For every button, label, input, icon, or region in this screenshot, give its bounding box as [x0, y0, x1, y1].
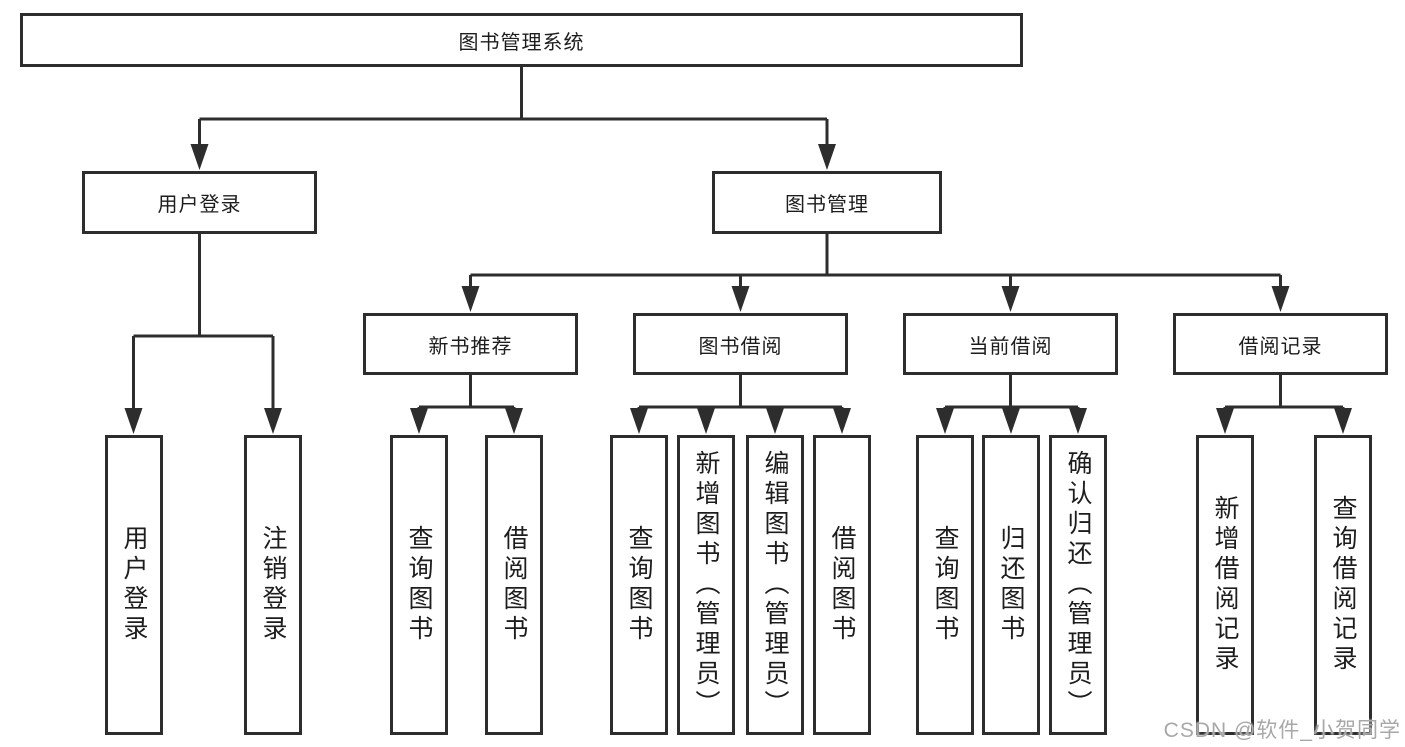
arrowhead	[1069, 408, 1087, 434]
arrowhead	[124, 408, 143, 434]
node-book-management-branch: 图书管理	[712, 171, 942, 234]
node-label: 图书管理	[785, 194, 869, 216]
arrowhead	[1002, 408, 1020, 434]
node-library-system-root: 图书管理系统	[20, 13, 1023, 67]
leaf-label: 确认归还（管理员）	[1064, 450, 1092, 720]
node-book-borrowing: 图书借阅	[633, 313, 848, 375]
node-current-borrowing: 当前借阅	[903, 313, 1118, 375]
arrowhead	[264, 408, 282, 434]
node-user-login-branch: 用户登录	[82, 171, 317, 234]
leaf-logout: 注销登录	[244, 435, 302, 735]
leaf-edit-books-admin: 编辑图书（管理员）	[746, 435, 804, 735]
leaf-label: 新增图书（管理员）	[692, 450, 720, 720]
leaf-borrow-books: 借阅图书	[813, 435, 871, 735]
node-label: 当前借阅	[968, 335, 1053, 358]
leaf-label: 编辑图书（管理员）	[761, 450, 789, 720]
leaf-user-login: 用户登录	[105, 435, 163, 735]
node-label: 图书借阅	[698, 335, 783, 358]
leaf-label: 用户登录	[120, 525, 148, 645]
leaf-label: 新增借阅记录	[1211, 495, 1239, 675]
arrowheads	[124, 144, 1352, 434]
node-borrowing-records: 借阅记录	[1173, 313, 1388, 375]
leaf-label: 查询图书	[931, 525, 959, 645]
arrowhead	[410, 408, 428, 434]
node-label: 图书管理系统	[458, 31, 585, 54]
arrowhead	[1334, 408, 1352, 434]
arrowhead	[833, 408, 851, 434]
leaf-query-books: 查询图书	[610, 435, 668, 735]
connector-user-branch	[132, 234, 275, 412]
arrowhead	[1001, 286, 1020, 312]
node-label: 新书推荐	[428, 335, 513, 358]
leaf-add-books-admin: 新增图书（管理员）	[677, 435, 735, 735]
connector-book-branch	[469, 234, 1282, 292]
leaf-return-books: 归还图书	[982, 435, 1040, 735]
arrowhead	[461, 286, 480, 312]
arrowhead	[630, 408, 648, 434]
leaf-label: 查询借阅记录	[1329, 495, 1357, 675]
leaf-label: 归还图书	[997, 525, 1025, 645]
arrowhead	[766, 408, 784, 434]
node-new-book-recommendation: 新书推荐	[363, 313, 578, 375]
leaf-label: 借阅图书	[828, 525, 856, 645]
arrowhead	[731, 286, 750, 312]
leaf-label: 查询图书	[405, 525, 433, 645]
arrowhead	[697, 408, 715, 434]
connector-leaf-drops	[417, 407, 1345, 414]
leaf-label: 查询图书	[625, 525, 653, 645]
leaf-borrow-books: 借阅图书	[485, 435, 543, 735]
leaf-query-borrow-record: 查询借阅记录	[1314, 435, 1372, 735]
arrowhead	[1216, 408, 1234, 434]
connector-root-to-level2	[198, 67, 829, 150]
leaf-query-books: 查询图书	[390, 435, 448, 735]
node-label: 借阅记录	[1238, 335, 1323, 358]
arrowhead	[936, 408, 954, 434]
connector-group-rails	[419, 375, 1343, 409]
arrowhead	[505, 408, 523, 434]
node-label: 用户登录	[157, 194, 242, 216]
leaf-query-books: 查询图书	[916, 435, 974, 735]
arrowhead	[818, 144, 836, 170]
leaf-confirm-return-admin: 确认归还（管理员）	[1049, 435, 1107, 735]
arrowhead	[190, 144, 209, 170]
watermark: CSDN @软件_小贺同学	[1163, 719, 1401, 742]
leaf-label: 注销登录	[259, 525, 287, 645]
leaf-label: 借阅图书	[500, 525, 528, 645]
leaf-add-borrow-record: 新增借阅记录	[1196, 435, 1254, 735]
arrowhead	[1271, 286, 1290, 312]
